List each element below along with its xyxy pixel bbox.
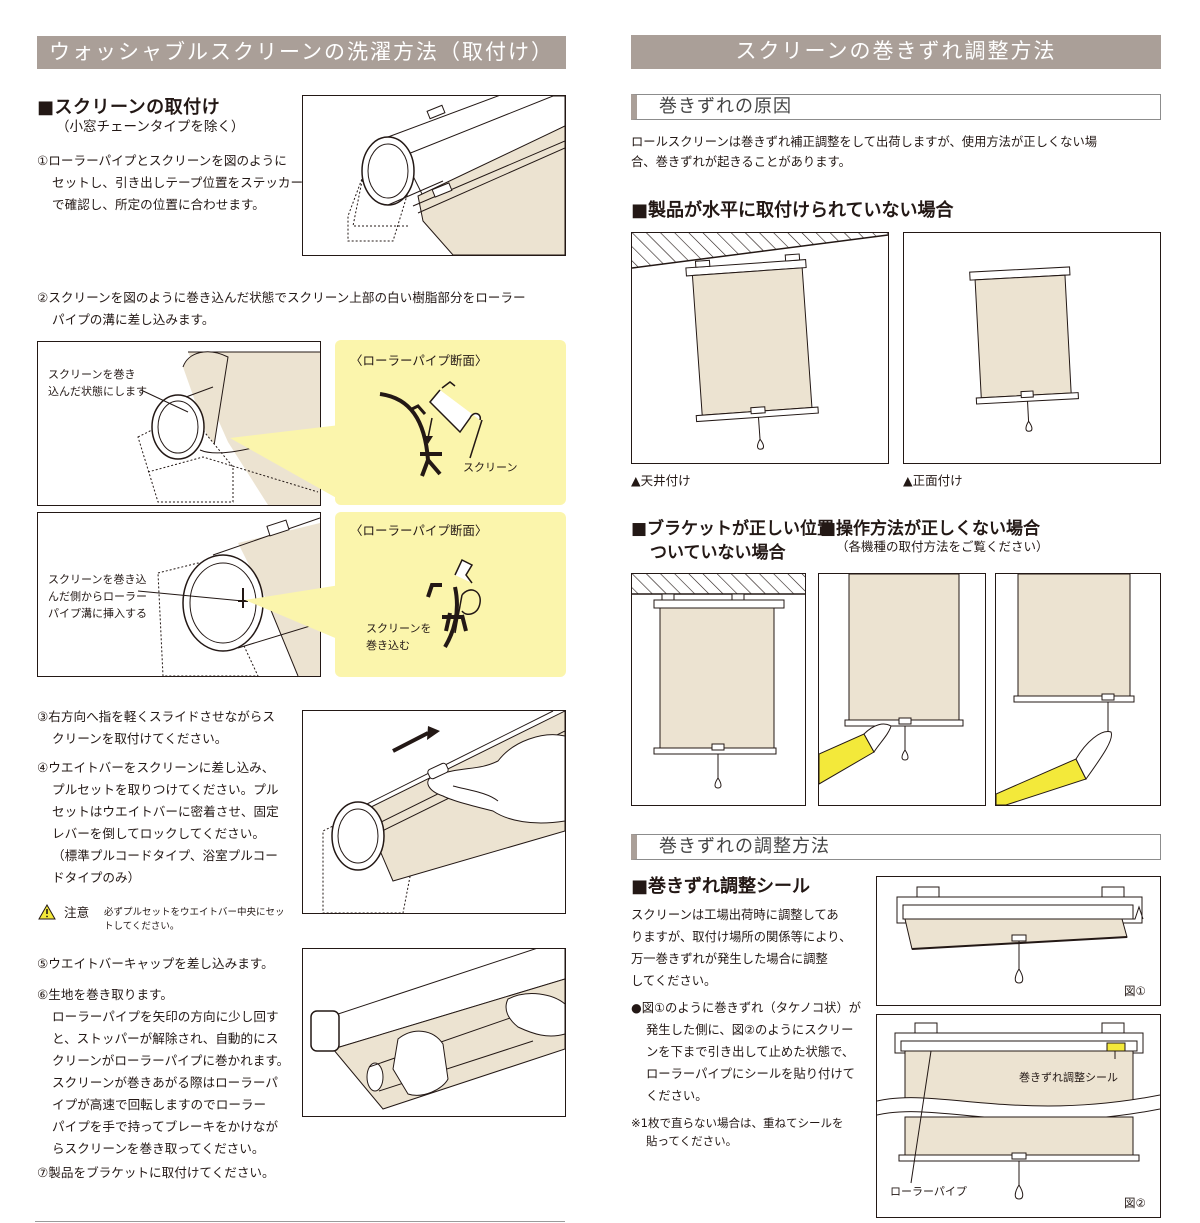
bullet-line: ローラーパイプにシールを貼り付けて [646, 1067, 855, 1081]
fig-b-label-line: パイプ溝に挿入する [48, 607, 147, 620]
figure-operation-wrong-1 [818, 573, 986, 806]
figure-operation-wrong-2 [995, 573, 1161, 806]
figure-wind-screen [302, 948, 566, 1117]
step2-line: パイプの溝に差し込みます。 [52, 312, 215, 327]
seal-line: スクリーンは工場出荷時に調整してあ [631, 908, 839, 922]
figure-2-seal-placement [876, 1014, 1161, 1218]
step6-line: ローラーパイプを矢印の方向に少し回す [52, 1009, 279, 1024]
cause-line: ロールスクリーンは巻きずれ補正調整をして出荷しますが、使用方法が正しくない場 [631, 135, 1098, 149]
pipe-section-label-b: スクリーンを 巻き込む [366, 620, 431, 654]
step4-line: セットはウエイトバーに密着させ、固定 [52, 804, 279, 819]
fig-a-label-line: スクリーンを巻き [48, 368, 136, 381]
right-title: スクリーンの巻きずれ調整方法 [735, 39, 1057, 63]
step6-line: と、ストッパーが解除され、自動的にス [52, 1031, 279, 1046]
step6-line: イプが高速で回転しますのでローラー [52, 1097, 267, 1112]
step7-text: ⑦製品をブラケットに取付けてください。 [37, 1165, 275, 1180]
bottom-divider [35, 1221, 565, 1222]
right-title-band: スクリーンの巻きずれ調整方法 [631, 35, 1161, 69]
pipe-section-title-a: 〈ローラーパイプ断面〉 [350, 353, 488, 368]
bracket-heading-line: ついていない場合 [650, 543, 786, 563]
fig-b-label-line: スクリーンを巻き込 [48, 573, 147, 586]
seal-line: してください。 [631, 974, 717, 988]
front-caption: ▲正面付け [903, 473, 963, 488]
figure-roller-setup [302, 95, 566, 256]
fig-b-label-line: んだ側からローラー [48, 590, 147, 603]
adjust-heading: 巻きずれの調整方法 [659, 836, 830, 857]
figure-insert-screen [37, 512, 321, 677]
step6-line: パイプを手で持ってブレーキをかけなが [52, 1119, 279, 1134]
cause-heading-band: 巻きずれの原因 [631, 94, 1161, 120]
cause-line: 合、巻きずれが起きることがあります。 [631, 155, 851, 169]
caution-line: トしてください。 [104, 921, 180, 932]
note-line: ※1枚で直らない場合は、重ねてシールを [631, 1116, 844, 1130]
bullet-line: 発生した側に、図②のようにスクリー [646, 1023, 854, 1037]
fig-b-label: スクリーンを巻き込 んだ側からローラー パイプ溝に挿入する [48, 571, 147, 622]
step4-line: レバーを倒してロックしてください。 [52, 826, 265, 841]
operation-heading: ■操作方法が正しくない場合 [820, 519, 1041, 539]
step1-line: ①ローラーパイプとスクリーンを図のように [37, 153, 287, 168]
figure-front-mount [903, 232, 1161, 464]
callout-beam-a [230, 425, 340, 500]
pipe-section-label-a: スクリーン [463, 461, 518, 474]
not-level-heading: ■製品が水平に取付けられていない場合 [631, 200, 954, 221]
install-heading: ■スクリーンの取付け [37, 97, 221, 118]
left-title-band: ウォッシャブルスクリーンの洗濯方法（取付け） [37, 36, 566, 69]
left-title: ウォッシャブルスクリーンの洗濯方法（取付け） [49, 40, 554, 64]
step3-line: クリーンを取付けてください。 [52, 731, 228, 746]
fig2-label: 図② [1124, 1196, 1146, 1210]
note-line: 貼ってください。 [646, 1134, 738, 1148]
pipe-section-title-b: 〈ローラーパイプ断面〉 [350, 523, 488, 538]
step6-line: らスクリーンを巻き取ってください。 [52, 1141, 265, 1156]
install-note: （小窓チェーンタイプを除く） [56, 119, 245, 135]
step6-line: クリーンがローラーパイプに巻かれます。 [52, 1053, 290, 1068]
pipe-section-label-b-line: 巻き込む [366, 639, 410, 652]
pipe-section-panel-b [335, 512, 566, 677]
bullet-line: ください。 [646, 1089, 708, 1103]
step4-line: ドタイプのみ） [52, 870, 141, 885]
callout-beam-b [245, 585, 340, 640]
cause-heading: 巻きずれの原因 [659, 96, 792, 117]
warning-icon [38, 904, 56, 920]
pipe-section-drawing-b [426, 558, 481, 649]
figure-bracket-position [631, 573, 806, 806]
seal-label: 巻きずれ調整シール [1019, 1071, 1118, 1084]
bullet-line: ンを下まで引き出して止めた状態で、 [646, 1045, 855, 1059]
step1-line: セットし、引き出しテープ位置をステッカー [52, 175, 304, 190]
step6-line: スクリーンが巻きあがる際はローラーパ [52, 1075, 278, 1090]
figure-ceiling-mount [631, 232, 889, 464]
step3-line: ③右方向へ指を軽くスライドさせながらス [37, 709, 275, 724]
bracket-heading-line: ■ブラケットが正しい位置 [631, 519, 835, 539]
seal-line: 万一巻きずれが発生した場合に調整 [631, 952, 828, 966]
pipe-section-drawing-a [379, 381, 483, 477]
step6-line: ⑥生地を巻き取ります。 [37, 987, 173, 1002]
seal-line: りますが、取付け場所の関係等により、 [631, 930, 852, 944]
bullet-line: ●図①のように巻きずれ（タケノコ状）が [631, 1001, 862, 1015]
figure-slide-finger [302, 710, 566, 914]
adjust-heading-band: 巻きずれの調整方法 [631, 834, 1161, 860]
pipe-label: ローラーパイプ [890, 1185, 967, 1198]
pipe-section-label-b-line: スクリーンを [366, 622, 432, 635]
ceiling-caption: ▲天井付け [631, 473, 691, 488]
step4-line: プルセットを取りつけてください。プル [52, 782, 279, 797]
step1-line: で確認し、所定の位置に合わせます。 [52, 197, 265, 212]
operation-note: （各機種の取付方法をご覧ください） [836, 539, 1049, 554]
step2-line: ②スクリーンを図のように巻き込んだ状態でスクリーン上部の白い樹脂部分をローラー [37, 290, 526, 305]
step4-line: ④ウエイトバーをスクリーンに差し込み、 [37, 760, 275, 775]
step4-line: （標準プルコードタイプ、浴室プルコー [52, 848, 278, 863]
fig1-label: 図① [1124, 984, 1146, 998]
fig-a-label: スクリーンを巻き 込んだ状態にします [48, 366, 147, 400]
caution-line: 必ずプルセットをウエイトバー中央にセッ [104, 907, 285, 918]
figure-1-misalignment [876, 876, 1161, 1006]
caution-label: 注意 [64, 905, 90, 920]
seal-heading: ■巻きずれ調整シール [631, 876, 811, 897]
fig-a-label-line: 込んだ状態にします [48, 385, 147, 398]
step5-text: ⑤ウエイトバーキャップを差し込みます。 [37, 956, 274, 971]
